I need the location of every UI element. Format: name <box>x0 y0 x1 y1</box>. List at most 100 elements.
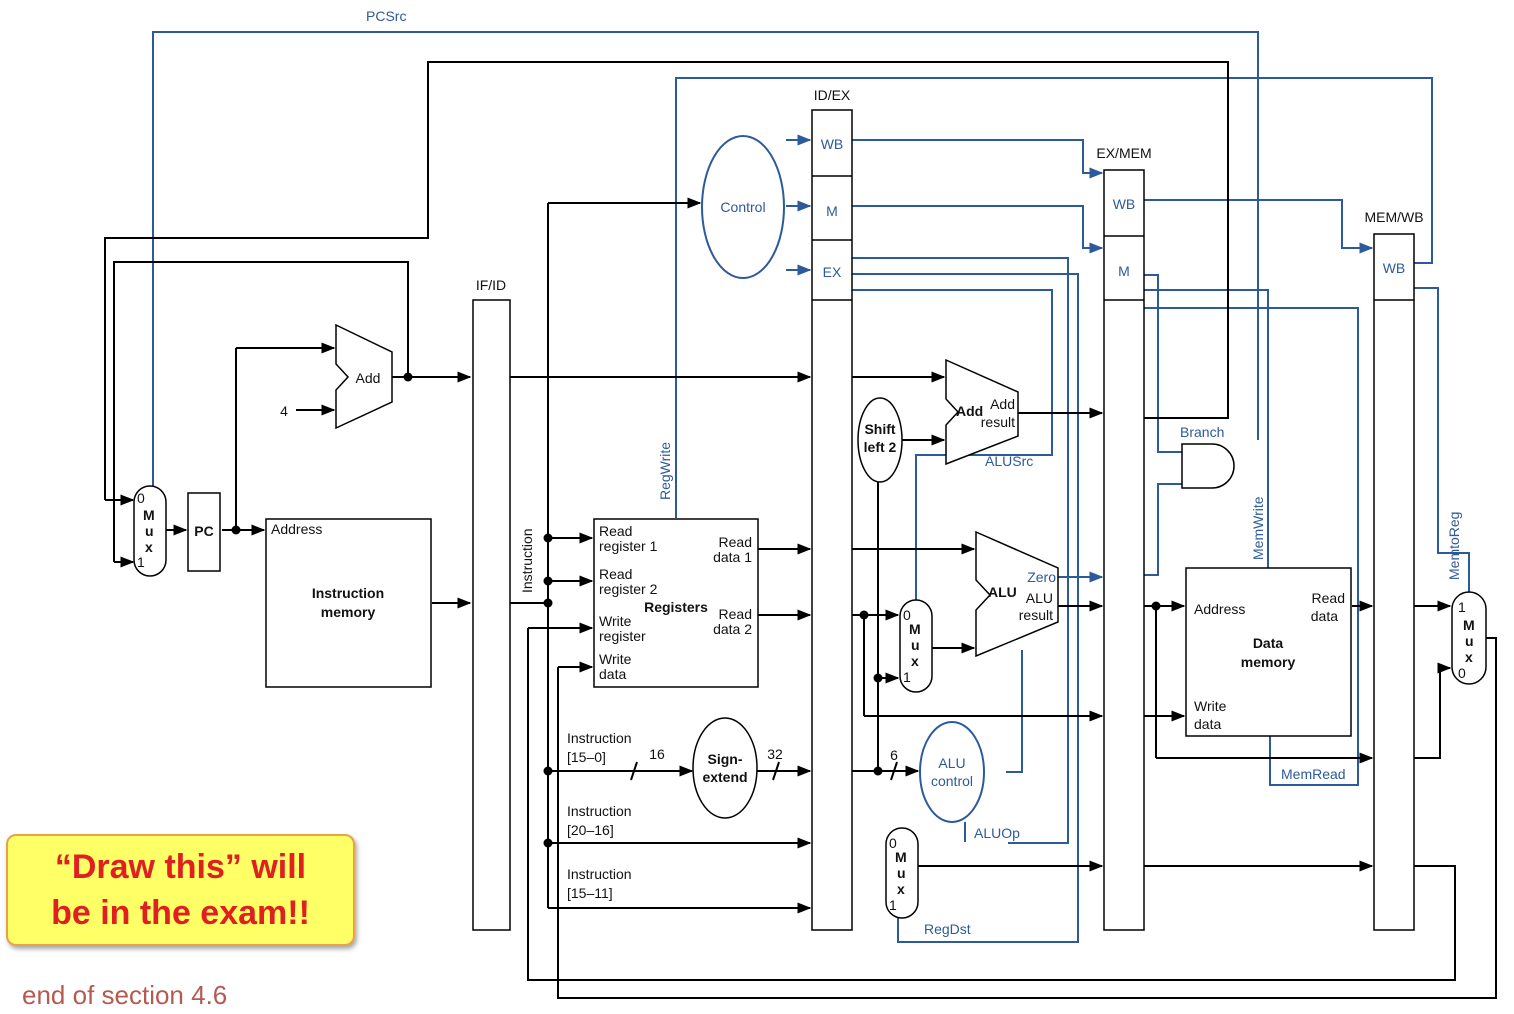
pc-mux-u: u <box>145 523 154 539</box>
alusrc-mux: 0 M u x 1 <box>899 599 933 693</box>
regdst-mux: 0 M u x 1 <box>885 827 919 919</box>
read-reg2-label-a: Read <box>599 566 632 582</box>
branch-and-gate: Branch <box>1180 424 1235 489</box>
regdst-mux-u: u <box>897 865 906 881</box>
alu-control-unit: ALU control <box>919 721 985 823</box>
alu-zero-label: Zero <box>1027 569 1056 585</box>
alu: ALU Zero ALU result <box>975 530 1059 658</box>
alu-control-label-a: ALU <box>938 755 965 771</box>
footer-note: end of section 4.6 <box>22 980 228 1010</box>
pc-mux-input-1: 1 <box>137 554 145 570</box>
exam-callout: “Draw this” will be in the exam!! <box>6 834 355 946</box>
control-wires <box>152 31 1470 943</box>
instruction-field-labels: Instruction [15–0] Instruction [20–16] I… <box>567 730 898 901</box>
alusrc-mux-input-1: 1 <box>903 669 911 685</box>
aluop-signal-label: ALUOp <box>974 825 1020 841</box>
read-data2-label-b: data 2 <box>713 621 752 637</box>
callout-line-2: be in the exam!! <box>51 894 310 932</box>
ex-mem-register: EX/MEM WB M <box>1096 145 1152 931</box>
pc-mux-m: M <box>143 507 155 523</box>
regdst-mux-input-0: 0 <box>889 835 897 851</box>
id-ex-wb-field: WB <box>821 136 844 152</box>
ex-mem-label: EX/MEM <box>1096 145 1151 161</box>
write-reg-label-a: Write <box>599 613 632 629</box>
alusrc-mux-x: x <box>911 653 919 669</box>
branch-adder-add-bold: Add <box>956 403 983 419</box>
instruction-vertical-label: Instruction <box>519 528 535 593</box>
data-wires <box>104 61 1497 999</box>
sign-extend-label-b: extend <box>702 769 747 785</box>
instr-20-16-label-a: Instruction <box>567 803 632 819</box>
regdst-signal-label: RegDst <box>924 921 971 937</box>
if-id-register: IF/ID Instruction <box>472 277 535 931</box>
memwrite-signal-label: MemWrite <box>1250 496 1266 560</box>
imem-address-label: Address <box>271 521 322 537</box>
imem-title-2: memory <box>321 604 376 620</box>
instr-15-11-label-b: [15–11] <box>567 885 613 901</box>
branch-adder-add-label: Add <box>990 396 1015 412</box>
registers-title: Registers <box>644 599 708 615</box>
alusrc-mux-m: M <box>909 621 921 637</box>
constant-four: 4 <box>280 403 288 419</box>
write-data-label-b: data <box>599 666 626 682</box>
memtoreg-mux-u: u <box>1465 633 1474 649</box>
control-label: Control <box>720 199 765 215</box>
mem-wb-wb-field: WB <box>1383 260 1406 276</box>
bits-16-label: 16 <box>649 746 665 762</box>
dmem-address-label: Address <box>1194 601 1245 617</box>
memtoreg-signal-label: MemtoReg <box>1446 512 1462 580</box>
control-unit: Control <box>701 135 785 279</box>
pcsrc-signal-label: PCSrc <box>366 8 406 24</box>
id-ex-ex-field: EX <box>823 264 842 280</box>
mem-wb-register: MEM/WB WB <box>1364 209 1424 931</box>
regwrite-signal-label: RegWrite <box>657 442 673 500</box>
mem-wb-label: MEM/WB <box>1364 209 1423 225</box>
regdst-mux-x: x <box>897 881 905 897</box>
instr-15-0-label-b: [15–0] <box>567 749 606 765</box>
memtoreg-mux-m: M <box>1463 617 1475 633</box>
id-ex-m-field: M <box>826 203 838 219</box>
bits-6-label: 6 <box>890 747 898 763</box>
sign-extend-label-a: Sign- <box>708 751 743 767</box>
dmem-title-1: Data <box>1253 635 1284 651</box>
dmem-read-label-a: Read <box>1312 590 1345 606</box>
write-data-label-a: Write <box>599 651 632 667</box>
dmem-read-label-b: data <box>1311 608 1338 624</box>
sign-extend-unit: Sign- extend <box>692 717 758 819</box>
memtoreg-mux: 1 M u x 0 <box>1451 591 1487 685</box>
read-data1-label-b: data 1 <box>713 549 752 565</box>
pc-mux-input-0: 0 <box>137 490 145 506</box>
dmem-title-2: memory <box>1241 654 1296 670</box>
alu-result-label-a: ALU <box>1026 590 1053 606</box>
pc-adder: Add 4 <box>280 323 393 430</box>
pc-mux: 0 M u x 1 <box>133 485 167 577</box>
instr-15-0-label-a: Instruction <box>567 730 632 746</box>
pc-label: PC <box>194 523 213 539</box>
register-file: Read register 1 Read register 2 Write re… <box>593 518 759 688</box>
read-data2-label-a: Read <box>719 606 752 622</box>
memtoreg-mux-input-1: 1 <box>1458 599 1466 615</box>
branch-adder: Add Add result <box>945 358 1019 466</box>
regdst-mux-input-1: 1 <box>889 897 897 913</box>
instr-20-16-label-b: [20–16] <box>567 822 614 838</box>
branch-signal-label: Branch <box>1180 424 1224 440</box>
alu-control-label-b: control <box>931 773 973 789</box>
ex-mem-m-field: M <box>1118 263 1130 279</box>
id-ex-register: ID/EX WB M EX <box>811 87 853 931</box>
instruction-memory: Address Instruction memory <box>265 518 432 688</box>
read-data1-label-a: Read <box>719 534 752 550</box>
dmem-write-label-a: Write <box>1194 698 1227 714</box>
if-id-label: IF/ID <box>476 277 506 293</box>
regdst-mux-m: M <box>895 849 907 865</box>
alu-result-label-b: result <box>1019 607 1053 623</box>
shift-label-b: left 2 <box>864 439 897 455</box>
dmem-write-label-b: data <box>1194 716 1221 732</box>
read-reg1-label-a: Read <box>599 523 632 539</box>
ex-mem-wb-field: WB <box>1113 196 1136 212</box>
alusrc-mux-input-0: 0 <box>903 607 911 623</box>
branch-adder-result-label: result <box>981 414 1015 430</box>
shift-left-2-unit: Shift left 2 <box>857 397 903 483</box>
alusrc-mux-u: u <box>911 637 920 653</box>
program-counter: PC <box>187 492 221 572</box>
